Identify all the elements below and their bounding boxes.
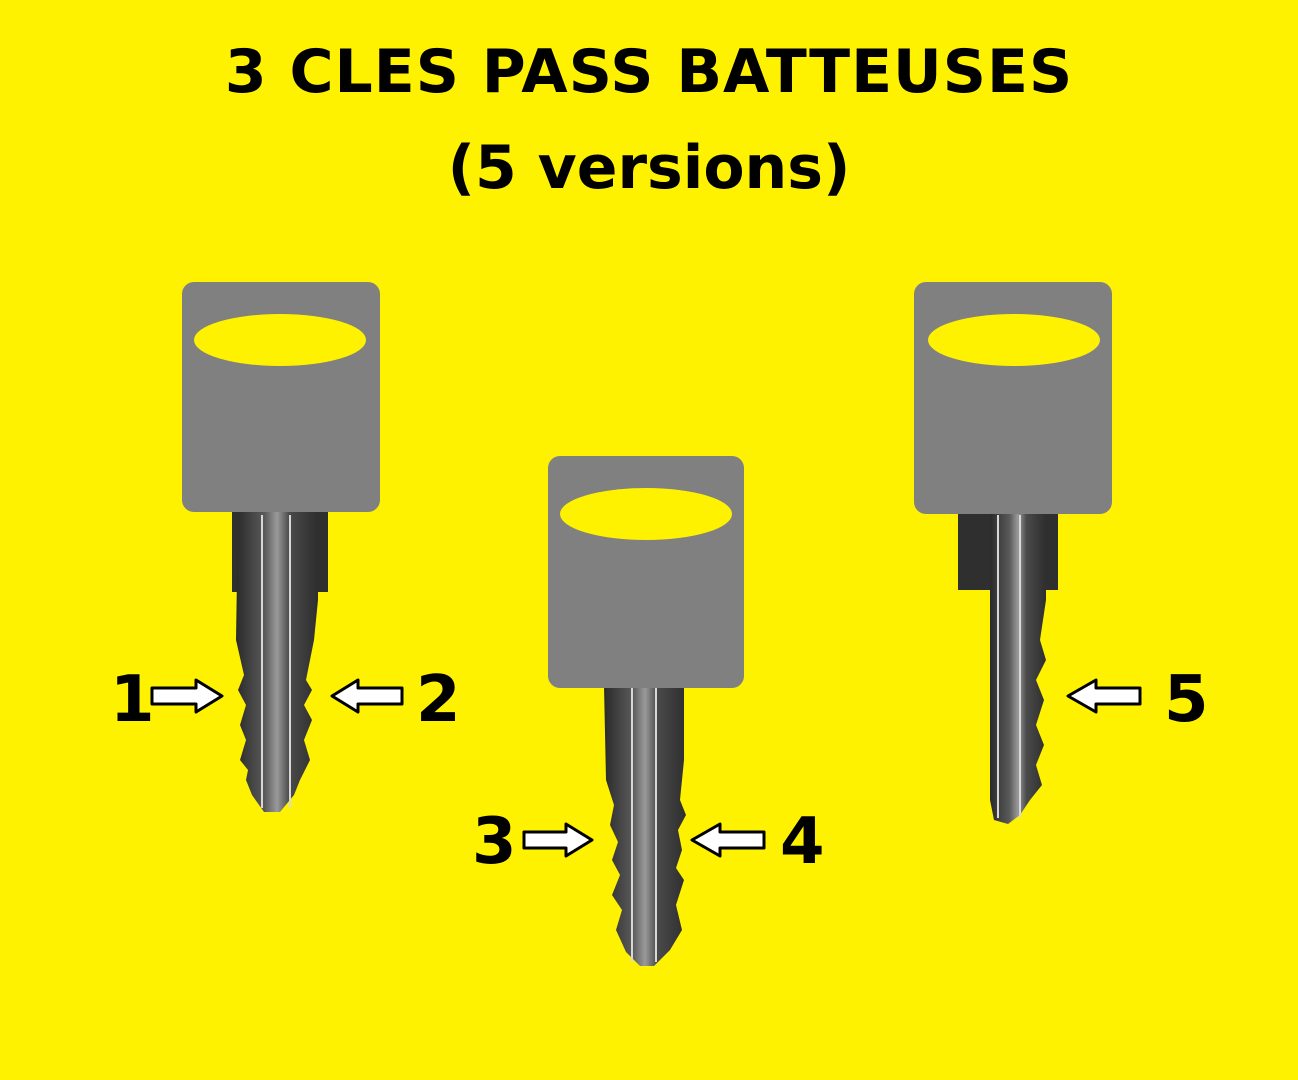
left-key-window: [194, 314, 366, 366]
center-key-window: [560, 488, 732, 540]
right-arrow-icon: [150, 678, 224, 714]
right-key: [914, 282, 1112, 824]
left-key-blade: [232, 512, 328, 812]
right-arrow-icon: [522, 822, 594, 858]
callout-label-2: 2: [416, 663, 461, 737]
title-line-1: 3 CLES PASS BATTEUSES: [224, 37, 1074, 107]
right-key-blade: [958, 512, 1058, 824]
title-line-2: (5 versions): [447, 133, 851, 203]
callout-label-5: 5: [1164, 663, 1209, 737]
left-arrow-icon: [330, 678, 404, 714]
callout-label-4: 4: [780, 805, 825, 879]
callout-label-3: 3: [472, 805, 517, 879]
right-key-window: [928, 314, 1100, 366]
left-arrow-icon: [690, 822, 766, 858]
callout-label-1: 1: [110, 663, 155, 737]
center-key-blade: [604, 686, 686, 966]
center-key: [548, 456, 744, 966]
left-arrow-icon: [1066, 678, 1142, 714]
left-key: [182, 282, 380, 812]
